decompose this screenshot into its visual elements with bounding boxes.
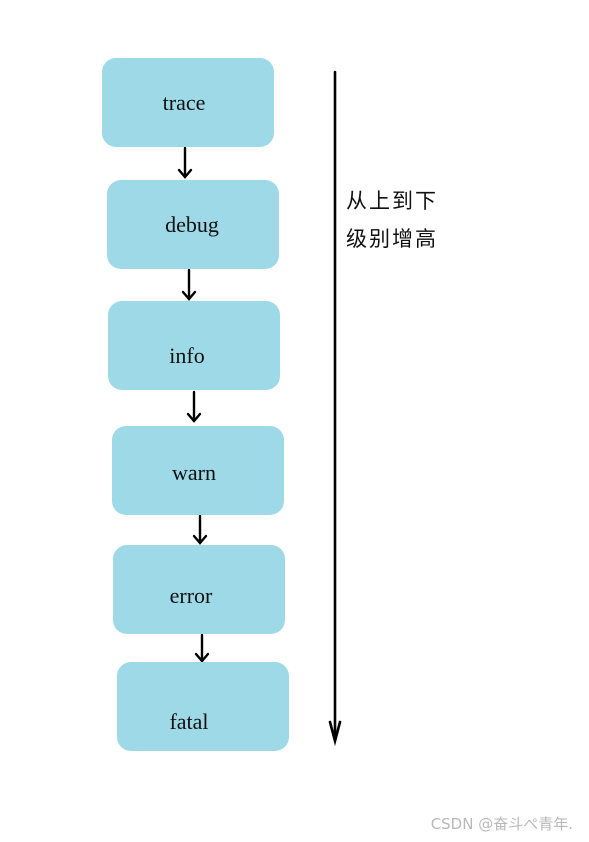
level-box-trace: trace — [102, 58, 274, 147]
level-box-fatal: fatal — [117, 662, 289, 751]
flow-arrow — [194, 633, 210, 663]
level-box-debug: debug — [107, 180, 279, 269]
level-box-warn: warn — [112, 426, 284, 515]
flow-arrow — [186, 390, 202, 423]
level-label-info: info — [169, 342, 205, 368]
note-line-2: 级别增高 — [346, 227, 438, 251]
level-box-info: info — [108, 301, 280, 390]
note-line-1: 从上到下 — [346, 189, 438, 213]
level-label-debug: debug — [165, 211, 219, 237]
level-label-trace: trace — [162, 89, 206, 115]
flow-arrow — [181, 268, 197, 301]
flow-arrow — [177, 146, 193, 179]
level-direction-arrow — [328, 70, 342, 747]
level-direction-note: 从上到下 级别增高 — [346, 182, 438, 258]
level-box-error: error — [113, 545, 285, 634]
watermark: CSDN @奋斗ぺ青年. — [430, 815, 573, 833]
level-label-fatal: fatal — [169, 708, 209, 734]
flow-arrow — [192, 514, 208, 545]
level-label-warn: warn — [172, 459, 216, 485]
level-label-error: error — [169, 582, 213, 608]
